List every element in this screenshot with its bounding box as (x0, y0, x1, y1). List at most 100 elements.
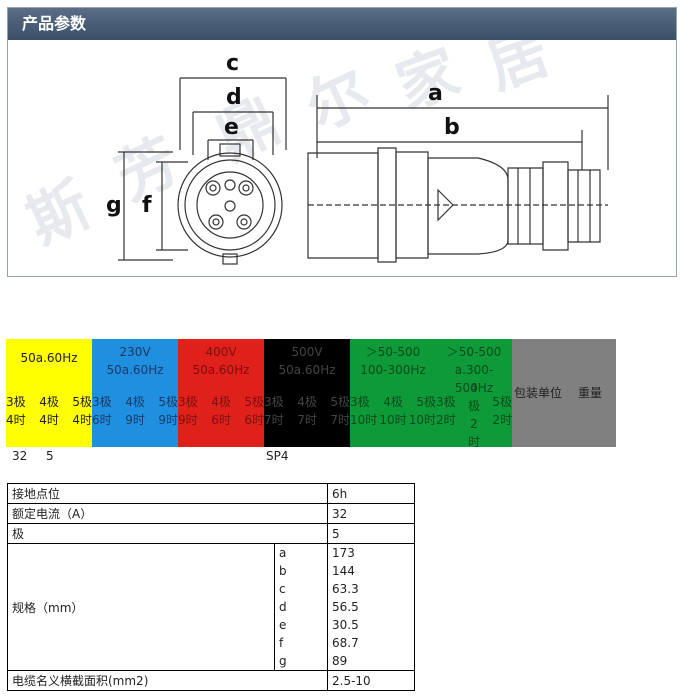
pole-count: 5极 (244, 395, 265, 409)
package-unit-label: 包装单位 (513, 386, 562, 400)
clock-position: 6时 (244, 413, 265, 427)
dimension-letter: b (279, 564, 287, 578)
svg-text:斯: 斯 (17, 170, 101, 259)
dimension-letter: a (279, 546, 287, 560)
svg-text:尔: 尔 (296, 56, 380, 145)
table-row: 接地点位 6h (7, 483, 415, 504)
pole-count: 3极 (6, 395, 26, 409)
weight-label: 重量 (577, 386, 602, 400)
clock-position: 4时 (72, 413, 93, 427)
strip-header: 500V (291, 345, 323, 359)
strip-header: ＞50-500 (365, 345, 421, 359)
dim-label-b: b (444, 115, 460, 140)
strip-value-poles: 5 (46, 449, 54, 463)
strip-header: 50a.60Hz (192, 363, 250, 377)
pole-count: 3极 (264, 395, 284, 409)
dimension-value: 144 (332, 564, 355, 578)
pole-count: 4 (470, 381, 478, 395)
pole-count: 5极 (330, 395, 351, 409)
poles-value: 5 (327, 523, 415, 544)
strip-header: 50a.60Hz (278, 363, 336, 377)
pole-count: 5极 (158, 395, 179, 409)
clock-position: 9时 (125, 413, 145, 427)
dimension-value: 68.7 (332, 636, 359, 650)
pole-count: 4极 (211, 395, 231, 409)
strip-block-blue: 230V 50a.60Hz 3极 6时 4极 9时 5极 9时 (92, 339, 178, 447)
strip-value-current: 32 (12, 449, 28, 463)
clock-position: 2时 (436, 413, 456, 427)
clock-position: 10时 (408, 413, 437, 427)
strip-header: 400V (205, 345, 237, 359)
clock-position: 6时 (211, 413, 231, 427)
strip-block-red: 400V 50a.60Hz 3极 9时 4极 6时 5极 6时 (178, 339, 264, 447)
clock-position: 9时 (178, 413, 198, 427)
clock-position: 7时 (264, 413, 284, 427)
pole-count: 5极 (416, 395, 437, 409)
pole-count: 4极 (125, 395, 145, 409)
pole-count: 3极 (178, 395, 198, 409)
dimension-letter: e (279, 618, 287, 632)
pole-count: 5极 (492, 395, 512, 409)
table-row: 额定电流（A） 32 (7, 503, 415, 524)
clock-position: 10时 (350, 413, 378, 427)
table-row: 极 5 (7, 523, 415, 544)
dimension-letter: f (279, 636, 284, 650)
dim-label-c: c (226, 51, 239, 76)
strip-header: 50a.60Hz (20, 351, 78, 365)
strip-header: ＞50-500 (446, 345, 502, 359)
rated-current-value: 32 (327, 503, 415, 524)
specification-table: 接地点位 6h 额定电流（A） 32 极 5 规格（mm） a b c d e … (7, 483, 415, 691)
dimension-letter: g (279, 654, 287, 668)
clock-position: 时 (467, 435, 480, 449)
pole-count: 5极 (72, 395, 93, 409)
strip-header: 230V (119, 345, 151, 359)
clock-position: 7时 (330, 413, 351, 427)
clock-position: 10时 (379, 413, 407, 427)
clock-position: 6时 (92, 413, 112, 427)
dimensions-label: 规格（mm） (7, 543, 275, 671)
table-row: 电缆名义横截面积(mm2) 2.5-10 (7, 670, 415, 691)
ground-position-label: 接地点位 (7, 483, 328, 504)
dimension-value: 56.5 (332, 600, 359, 614)
pole-count: 3极 (350, 395, 370, 409)
product-parameters-panel: 产品参数 斯 芳 鼎 尔 家 居 (7, 7, 677, 277)
strip-block-grey: 包装单位 重量 (512, 339, 616, 447)
pole-count: 极 (467, 399, 480, 413)
clock-position: 2时 (492, 413, 512, 427)
clock-position: 4时 (39, 413, 59, 427)
pole-count: 4极 (383, 395, 403, 409)
dimension-values: 173 144 63.3 56.5 30.5 68.7 89 (327, 543, 415, 671)
pole-count: 3极 (436, 395, 456, 409)
clock-position: 4时 (6, 413, 26, 427)
strip-header: 50a.60Hz (106, 363, 164, 377)
strip-block-green-1: ＞50-500 100-300Hz 3极 10时 4极 10时 5极 10时 (350, 339, 436, 447)
clock-position: 9时 (158, 413, 179, 427)
dim-label-a: a (428, 81, 443, 106)
dim-label-e: e (224, 115, 239, 140)
poles-label: 极 (7, 523, 328, 544)
dimension-value: 63.3 (332, 582, 359, 596)
clock-position: 2 (470, 417, 478, 431)
dim-label-f: f (142, 193, 152, 218)
rated-current-label: 额定电流（A） (7, 503, 328, 524)
svg-text:居: 居 (478, 40, 558, 103)
dimension-letter: d (279, 600, 287, 614)
strip-header: 100-300Hz (360, 363, 426, 377)
cable-section-label: 电缆名义横截面积(mm2) (7, 670, 328, 691)
dimension-value: 30.5 (332, 618, 359, 632)
dimension-letter: c (279, 582, 286, 596)
ground-position-value: 6h (327, 483, 415, 504)
panel-title: 产品参数 (8, 8, 676, 40)
dimension-letters: a b c d e f g (274, 543, 328, 671)
strip-value-model: SP4 (266, 449, 289, 463)
dimension-value: 173 (332, 546, 355, 560)
cable-section-value: 2.5-10 (327, 670, 415, 691)
dim-label-g: g (106, 193, 122, 218)
pole-count: 4极 (297, 395, 317, 409)
watermark: 斯 芳 鼎 尔 家 居 (17, 40, 558, 259)
table-row: 规格（mm） a b c d e f g 173 144 63.3 56.5 3… (7, 543, 415, 671)
pole-count: 3极 (92, 395, 112, 409)
